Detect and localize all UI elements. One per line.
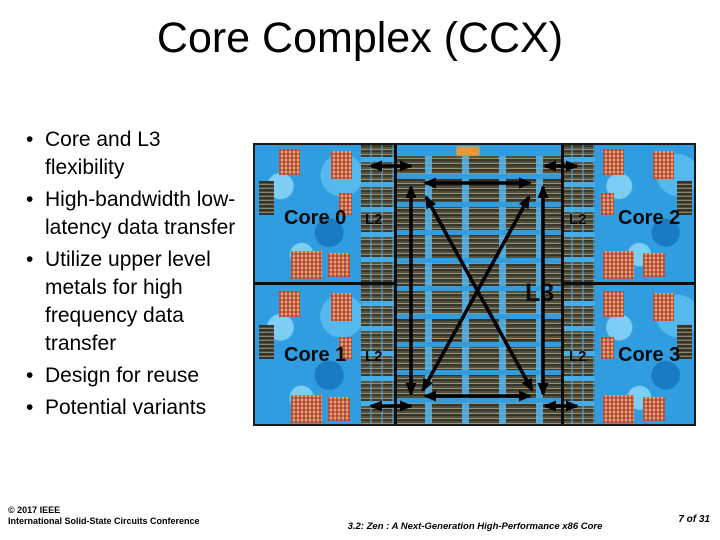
list-item: • Potential variants [26,394,246,422]
list-item: • Utilize upper level metals for high fre… [26,246,246,358]
core2-label: Core 2 [618,207,681,229]
bullet-text: High-bandwidth low-latency data transfer [45,188,236,239]
l2-label-top-right: L2 [569,211,587,228]
core23-divider-line [561,282,694,285]
data-transfer-arrows [369,160,579,412]
l3-left-border-line [394,145,397,424]
core1-label: Core 1 [284,344,347,366]
bullet-text: Design for reuse [45,364,200,387]
copyright-line2: International Solid-State Circuits Confe… [8,516,200,526]
core01-divider-line [255,282,395,285]
core3-region [595,285,694,424]
bullet-dot: • [26,248,34,271]
core1-region [255,285,361,424]
footer-session-title: 3.2: Zen : A Next-Generation High-Perfor… [347,521,603,532]
copyright-line1: © 2017 IEEE [8,505,61,515]
ccx-die-photo: Core 0 L2 Core 2 L2 Core 1 L2 Core 3 L2 … [253,143,696,426]
core0-region [255,145,361,282]
bullet-text: Core and L3 flexibility [45,128,161,179]
bullet-dot: • [26,364,34,387]
bullet-list: • Core and L3 flexibility • High-bandwidth… [26,126,246,426]
l2-label-bottom-left: L2 [365,348,383,365]
core3-label: Core 3 [618,344,681,366]
list-item: • High-bandwidth low-latency data transfe… [26,186,246,242]
footer-page-number: 7 of 31 [678,514,710,525]
bullet-dot: • [26,188,34,211]
bullet-dot: • [26,396,34,419]
l2-label-top-left: L2 [365,211,383,228]
l2-label-bottom-right: L2 [569,348,587,365]
bullet-dot: • [26,128,34,151]
list-item: • Core and L3 flexibility [26,126,246,182]
die-logo-mark [457,147,479,155]
bullet-text: Utilize upper level metals for high freq… [45,248,211,355]
list-item: • Design for reuse [26,362,246,390]
slide-title: Core Complex (CCX) [156,14,564,62]
core2-region [595,145,694,282]
core0-label: Core 0 [284,207,347,229]
footer-copyright: © 2017 IEEE International Solid-State Ci… [8,505,200,527]
bullet-text: Potential variants [45,396,207,419]
